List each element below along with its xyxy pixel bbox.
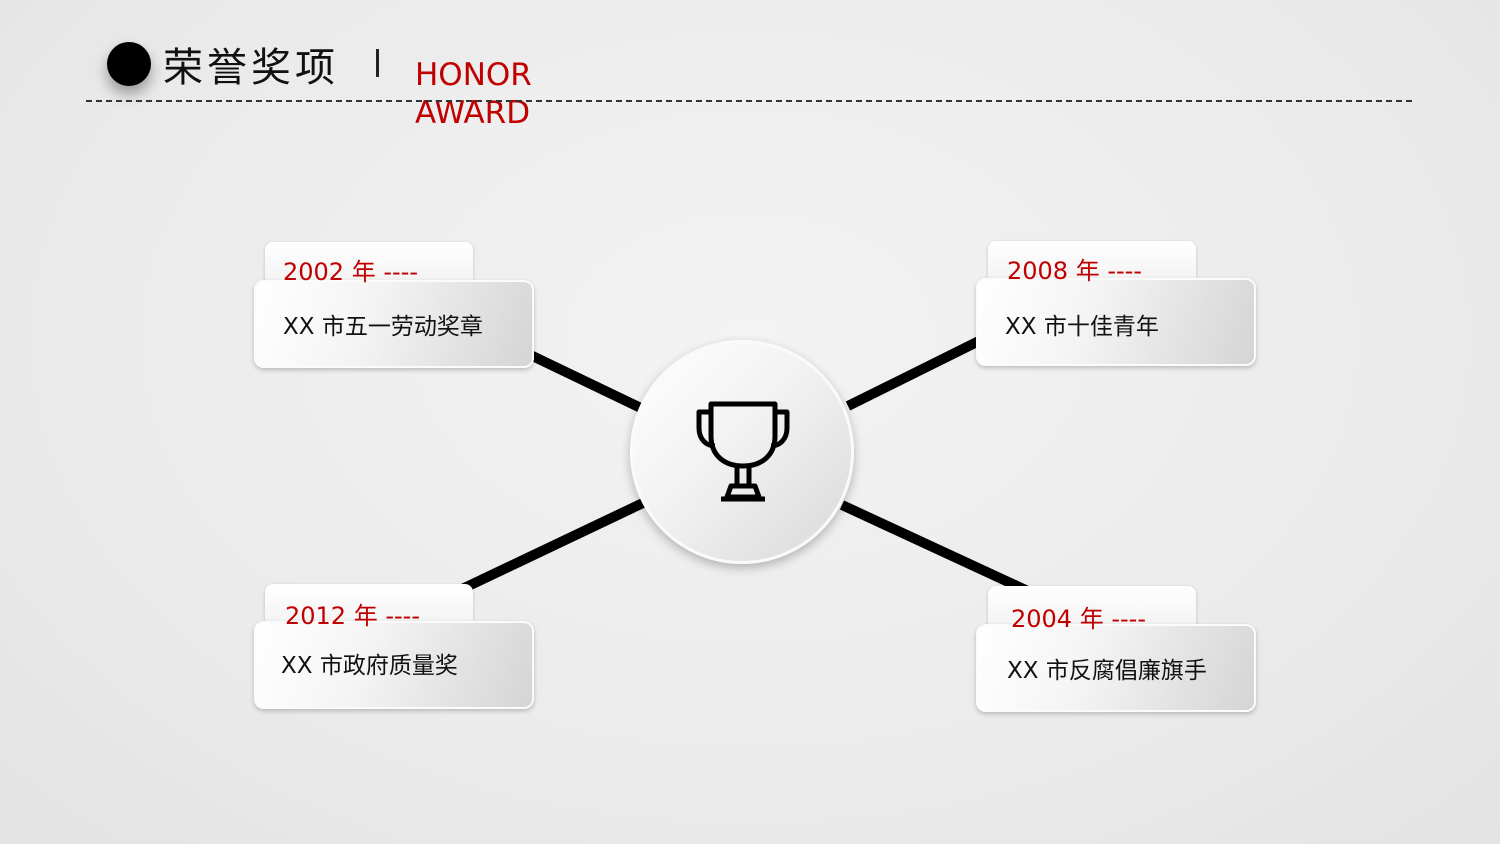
award-year: 2002 年 ---- — [283, 258, 418, 286]
page-title: 荣誉奖项 — [163, 45, 339, 91]
connector-bottom-left — [457, 497, 648, 595]
award-title: XX 市十佳青年 — [1005, 314, 1159, 340]
award-card-body — [976, 278, 1256, 366]
trophy-hub — [630, 340, 854, 564]
header-divider — [86, 100, 1412, 102]
connector-top-left — [517, 345, 648, 415]
award-card-body — [976, 624, 1256, 712]
award-card-body — [254, 280, 534, 368]
award-year: 2004 年 ---- — [1011, 605, 1146, 633]
award-title: XX 市反腐倡廉旗手 — [1007, 658, 1207, 684]
award-title: XX 市政府质量奖 — [281, 653, 458, 679]
award-title: XX 市五一劳动奖章 — [283, 314, 483, 340]
award-card-body — [254, 621, 534, 709]
award-year: 2012 年 ---- — [285, 602, 420, 630]
title-separator — [376, 49, 379, 77]
title-bullet-dot — [107, 42, 151, 86]
connector-top-right — [845, 333, 988, 411]
trophy-icon — [696, 401, 790, 502]
connector-bottom-right — [839, 500, 1033, 597]
award-year: 2008 年 ---- — [1007, 257, 1142, 285]
